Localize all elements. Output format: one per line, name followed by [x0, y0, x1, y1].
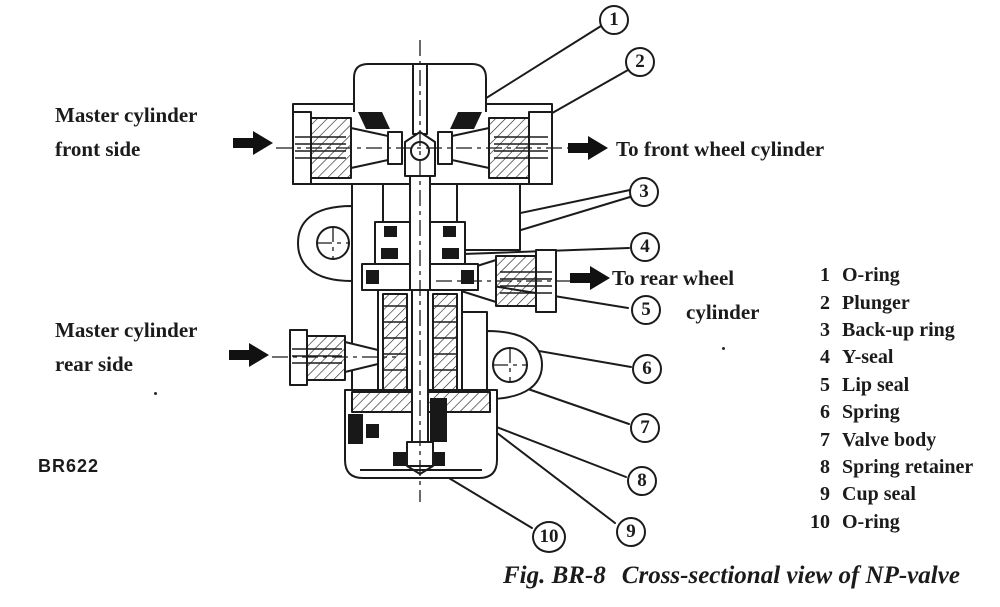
spring-coil-right — [432, 293, 458, 391]
scan-speck — [722, 347, 725, 350]
flow-arrows — [229, 131, 610, 367]
label-line: Master cylinder — [55, 103, 198, 127]
figure-code: BR622 — [38, 456, 100, 476]
part-number: 9 — [820, 483, 830, 506]
back-up-ring-right — [443, 226, 456, 237]
part-name: Lip seal — [842, 373, 910, 396]
callout-8: 8 — [627, 466, 657, 496]
label-to-rear-wheel-cylinder: To rear wheel cylinder — [612, 261, 760, 329]
figure-caption: Fig. BR-8 Cross-sectional view of NP-valv… — [503, 562, 960, 590]
parts-list-row: 7 Valve body — [798, 426, 973, 453]
back-up-ring-left — [384, 226, 397, 237]
label-line: Master cylinder — [55, 318, 198, 342]
label-line: front side — [55, 137, 141, 161]
callout-1: 1 — [599, 5, 629, 35]
scan-speck — [154, 392, 157, 395]
callout-number: 9 — [626, 521, 636, 542]
part-number: 2 — [820, 291, 830, 314]
spring-coil-left — [382, 293, 408, 391]
callout-number: 4 — [640, 236, 650, 257]
part-name: Spring retainer — [842, 455, 974, 478]
part-number: 3 — [820, 318, 830, 341]
callout-number: 8 — [637, 470, 647, 491]
callout-number: 3 — [639, 181, 649, 202]
part-name: Spring — [842, 401, 900, 424]
parts-list-row: 10 O-ring — [798, 509, 973, 536]
centerlines — [272, 40, 576, 502]
parts-list-row: 2 Plunger — [798, 289, 973, 316]
arrow-master-rear-icon — [229, 343, 269, 367]
label-to-front-wheel-cylinder: To front wheel cylinder — [616, 132, 824, 166]
o-ring-1-right — [450, 112, 482, 129]
seal-sections — [348, 112, 482, 466]
callout-9: 9 — [616, 517, 646, 547]
part-name: Back-up ring — [842, 318, 955, 341]
part-number: 4 — [820, 346, 830, 369]
part-name: O-ring — [842, 510, 900, 533]
part-name: Y-seal — [842, 346, 894, 369]
callout-number: 7 — [640, 417, 650, 438]
right-wall-upper — [456, 183, 521, 251]
figure-caption-prefix: Fig. BR-8 — [503, 562, 606, 589]
parts-list-row: 4 Y-seal — [798, 344, 973, 371]
arrow-master-front-icon — [233, 131, 273, 155]
cup-seal-left — [348, 414, 363, 444]
label-line: rear side — [55, 352, 133, 376]
part-name: Plunger — [842, 291, 910, 314]
callout-5: 5 — [631, 295, 661, 325]
part-name: Valve body — [842, 428, 937, 451]
parts-list-row: 6 Spring — [798, 399, 973, 426]
parts-list-row: 1 O-ring — [798, 262, 973, 289]
part-number: 6 — [820, 401, 830, 424]
parts-list-row: 3 Back-up ring — [798, 317, 973, 344]
callout-10: 10 — [532, 521, 566, 553]
rear-inlet-fitting — [306, 335, 346, 381]
part-number: 10 — [810, 510, 830, 533]
label-line: To rear wheel — [612, 266, 735, 290]
part-number: 5 — [820, 373, 830, 396]
part-number: 8 — [820, 455, 830, 478]
label-master-cylinder-front: Master cylinder front side — [55, 98, 198, 166]
part-number: 7 — [820, 428, 830, 451]
parts-list-row: 5 Lip seal — [798, 372, 973, 399]
label-line: To front wheel cylinder — [616, 137, 825, 161]
callout-7: 7 — [630, 413, 660, 443]
thread-lines — [292, 136, 552, 371]
label-master-cylinder-rear: Master cylinder rear side — [55, 313, 198, 381]
arrow-to-rear-icon — [570, 266, 610, 290]
callout-4: 4 — [630, 232, 660, 262]
callout-6: 6 — [632, 354, 662, 384]
callout-number: 5 — [641, 299, 651, 320]
label-line: cylinder — [686, 300, 760, 324]
y-seal-right — [442, 248, 459, 259]
y-seal-left — [381, 248, 398, 259]
callout-number: 6 — [642, 358, 652, 379]
callout-number: 2 — [635, 51, 645, 72]
figure-caption-text: Cross-sectional view of NP-valve — [621, 562, 960, 589]
arrow-to-front-icon — [568, 136, 608, 160]
callout-number: 10 — [539, 526, 559, 547]
part-number: 1 — [820, 264, 830, 287]
callout-number: 1 — [609, 9, 619, 30]
part-name: O-ring — [842, 264, 900, 287]
callout-2: 2 — [625, 47, 655, 77]
lip-seal-left — [366, 270, 379, 284]
parts-list-row: 8 Spring retainer — [798, 454, 973, 481]
o-ring-10 — [366, 424, 379, 438]
cup-seal-right — [430, 398, 447, 442]
cup-seal-band-left — [393, 452, 407, 466]
o-ring-1-left — [358, 112, 390, 129]
part-name: Cup seal — [842, 483, 916, 506]
lip-seal-right — [461, 270, 474, 284]
parts-list-row: 9 Cup seal — [798, 481, 973, 508]
cup-seal-band-right — [433, 452, 445, 466]
callout-3: 3 — [629, 177, 659, 207]
